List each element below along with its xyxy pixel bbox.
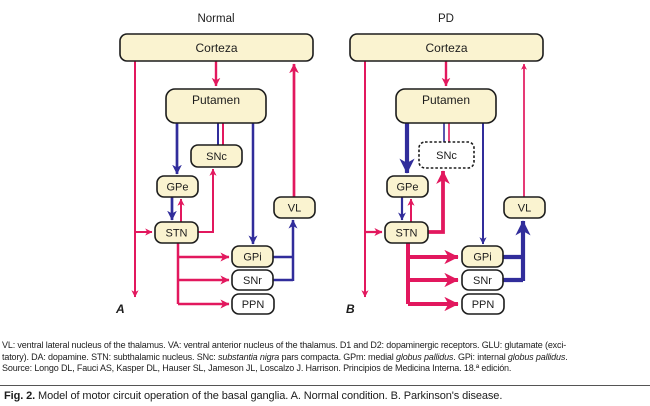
node-a-snr: SNr — [231, 269, 274, 291]
node-b-snr-label: SNr — [473, 275, 492, 287]
figure-caption: Fig. 2. Model of motor circuit operation… — [4, 390, 503, 402]
node-b-stn-box — [384, 221, 429, 244]
node-b-gpe-box — [386, 175, 429, 198]
panel-normal: Normal A Corteza — [115, 13, 316, 316]
edge-b-stn-snc — [427, 170, 450, 234]
node-a-snr-label: SNr — [243, 275, 262, 287]
node-b-snc-box — [418, 141, 475, 169]
node-b-snc-degenerated: SNc — [418, 141, 475, 169]
node-a-vl: VL — [273, 196, 316, 219]
node-b-gpi-label: GPi — [473, 252, 491, 264]
node-a-gpe-label: GPe — [166, 182, 188, 194]
node-a-putamen: Putamen — [165, 88, 267, 124]
node-b-gpi-box — [461, 245, 504, 268]
node-a-ppn-label: PPN — [242, 299, 265, 311]
node-a-vl-label: VL — [288, 203, 301, 215]
node-a-gpi-box — [231, 245, 274, 268]
node-b-putamen: Putamen — [395, 88, 497, 124]
node-a-snc-box — [190, 144, 243, 168]
node-a-stn: STN — [154, 221, 199, 244]
node-a-putamen-box — [165, 88, 267, 124]
node-a-corteza-box — [119, 33, 314, 62]
node-b-ppn: PPN — [461, 293, 505, 315]
node-a-ppn-box — [231, 293, 275, 315]
panel-pd: PD B Corteza — [346, 13, 546, 316]
footnote-line-3: Source: Longo DL, Fauci AS, Kasper DL, H… — [2, 363, 512, 374]
node-b-ppn-box — [461, 293, 505, 315]
panel-pd-title: PD — [438, 13, 454, 25]
node-b-corteza-label: Corteza — [425, 41, 467, 55]
node-a-snr-box — [231, 269, 274, 291]
node-a-putamen-label: Putamen — [192, 93, 240, 107]
node-b-corteza: Corteza — [349, 33, 544, 62]
node-a-stn-label: STN — [166, 228, 188, 240]
caption-divider — [0, 385, 650, 386]
node-a-snc-label: SNc — [206, 151, 227, 163]
node-a-gpi: GPi — [231, 245, 274, 268]
node-a-vl-box — [273, 196, 316, 219]
node-a-corteza: Corteza — [119, 33, 314, 62]
node-b-snc-label: SNc — [436, 150, 457, 162]
node-a-stn-box — [154, 221, 199, 244]
panel-normal-letter: A — [115, 302, 125, 316]
node-a-gpe-box — [156, 175, 199, 198]
node-b-gpe-label: GPe — [396, 182, 418, 194]
panel-pd-letter: B — [346, 302, 355, 316]
node-b-gpe: GPe — [386, 175, 429, 198]
node-a-corteza-label: Corteza — [195, 41, 237, 55]
node-b-snr: SNr — [461, 269, 504, 291]
node-b-ppn-label: PPN — [472, 299, 495, 311]
node-a-ppn: PPN — [231, 293, 275, 315]
edge-a-stn-snc — [197, 168, 217, 233]
basal-ganglia-diagram: Normal A Corteza — [115, 13, 546, 316]
node-b-stn: STN — [384, 221, 429, 244]
node-b-putamen-box — [395, 88, 497, 124]
node-b-corteza-box — [349, 33, 544, 62]
node-b-vl-label: VL — [518, 203, 531, 215]
node-b-putamen-label: Putamen — [422, 93, 470, 107]
footnote: VL: ventral lateral nucleus of the thala… — [2, 340, 648, 375]
node-b-snr-box — [461, 269, 504, 291]
node-b-gpi: GPi — [461, 245, 504, 268]
node-b-vl-box — [503, 196, 546, 219]
node-b-stn-label: STN — [396, 228, 418, 240]
node-b-vl: VL — [503, 196, 546, 219]
footnote-line-2: tatory). DA: dopamine. STN: subthalamic … — [2, 351, 568, 362]
node-a-snc: SNc — [190, 144, 243, 168]
node-a-gpe: GPe — [156, 175, 199, 198]
footnote-line-1: VL: ventral lateral nucleus of the thala… — [2, 340, 567, 350]
panel-normal-title: Normal — [197, 13, 234, 25]
node-a-gpi-label: GPi — [243, 252, 261, 264]
